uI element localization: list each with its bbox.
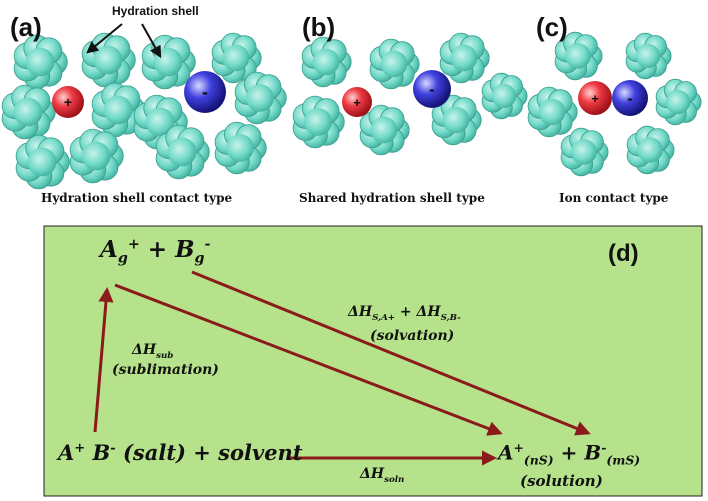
prod-plus: + (553, 440, 585, 465)
prod-B-sup: - (601, 440, 607, 455)
gas-B-sub: g (194, 250, 205, 267)
water-molecule (481, 72, 528, 120)
water-molecule (527, 86, 578, 138)
hydration-shell-pointer-1 (86, 23, 123, 54)
solution-enthalpy-label: ΔHsoln (360, 466, 404, 485)
panel-label-b: (b) (302, 12, 336, 42)
gas-A-sub: g (117, 250, 128, 267)
cation-a: + (52, 86, 84, 118)
water-molecule (439, 32, 490, 84)
panel-label-c: (c) (536, 12, 568, 42)
cation-c: + (578, 81, 612, 115)
gas-ions-label: Ag+ + Bg- (100, 236, 210, 267)
salt-B: B (85, 440, 111, 465)
water-molecule (1, 84, 56, 140)
water-molecule (13, 34, 68, 90)
anion-a: - (184, 71, 226, 113)
anion-sign: - (429, 80, 435, 99)
gas-A: A (100, 236, 118, 263)
water-molecule (301, 36, 352, 88)
dh-soln-sub: soln (384, 474, 405, 485)
water-molecule (214, 121, 267, 175)
sublimation-arrow (93, 287, 114, 433)
sublimation-name: (sublimation) (112, 362, 219, 378)
gas-B: B (175, 236, 195, 263)
thermo-cycle-box (43, 225, 703, 497)
cation-sign: + (353, 95, 361, 110)
water-molecules (1, 31, 702, 190)
dh-s-b: ΔH (416, 304, 441, 320)
salt-B-sup: - (110, 441, 116, 456)
water-molecule (554, 31, 603, 81)
water-molecule (141, 34, 196, 90)
water-molecule (292, 95, 345, 149)
prod-A: A (498, 440, 514, 465)
water-molecule (155, 124, 210, 180)
solution-name: (solution) (520, 472, 603, 490)
water-molecule (234, 71, 287, 125)
prod-A-sup: + (513, 440, 524, 455)
solvation-name: (solvation) (370, 328, 455, 344)
dh-s-a: ΔH (348, 304, 373, 320)
sublimation-enthalpy-label: ΔHsub (132, 342, 173, 361)
water-molecule (69, 128, 124, 184)
panel-label-a: (a) (10, 12, 42, 42)
caption-c: Ion contact type (559, 191, 669, 205)
dh-s-b-sub: S,B- (440, 312, 461, 323)
panel-label-d: (d) (608, 240, 639, 267)
dh-soln: ΔH (360, 466, 385, 482)
solvation-arrow-anion (191, 270, 591, 436)
gas-plus: + (139, 236, 176, 263)
solvation-enthalpy-label: ΔHS,A+ + ΔHS,B- (348, 304, 461, 323)
hydration-shell-pointer-2 (141, 23, 162, 59)
dh-s-a-sub: S,A+ (372, 312, 396, 323)
water-molecule (369, 38, 420, 90)
dh-s-plus: + (395, 304, 417, 320)
gas-A-sup: + (127, 236, 140, 253)
salt-A-sup: + (74, 441, 86, 456)
cation-sign: + (591, 91, 599, 106)
water-molecule (91, 82, 146, 138)
water-molecule (359, 104, 410, 156)
water-molecule (81, 32, 136, 88)
anion-sign: - (202, 82, 208, 102)
salt-solvent-label: A+ B- (salt) + solvent (58, 440, 303, 465)
salt-A: A (58, 440, 75, 465)
anion-sign: - (627, 89, 633, 108)
solvated-ions-label: A+(nS) + B-(mS) (498, 440, 640, 468)
water-molecule (431, 94, 482, 146)
salt-rest: (salt) + solvent (115, 440, 303, 465)
caption-a: Hydration shell contact type (41, 191, 233, 205)
anion-b: - (413, 70, 451, 108)
hydration-shell-label: Hydration shell (112, 4, 199, 18)
cation-b: + (342, 87, 372, 117)
gas-B-sup: - (204, 236, 211, 253)
dh-sub-sub: sub (156, 350, 174, 361)
prod-B-sub: (mS) (606, 452, 641, 468)
water-molecule (15, 134, 70, 190)
water-molecule (655, 78, 702, 126)
solvation-arrow-cation (114, 283, 503, 436)
cation-sign: + (64, 94, 72, 110)
water-molecule (625, 32, 672, 80)
anion-c: - (612, 80, 648, 116)
water-molecule (626, 125, 675, 175)
prod-A-sub: (nS) (523, 452, 554, 468)
water-molecule (560, 127, 609, 177)
dh-sub: ΔH (132, 342, 157, 358)
prod-B: B (584, 440, 602, 465)
caption-b: Shared hydration shell type (299, 191, 485, 205)
